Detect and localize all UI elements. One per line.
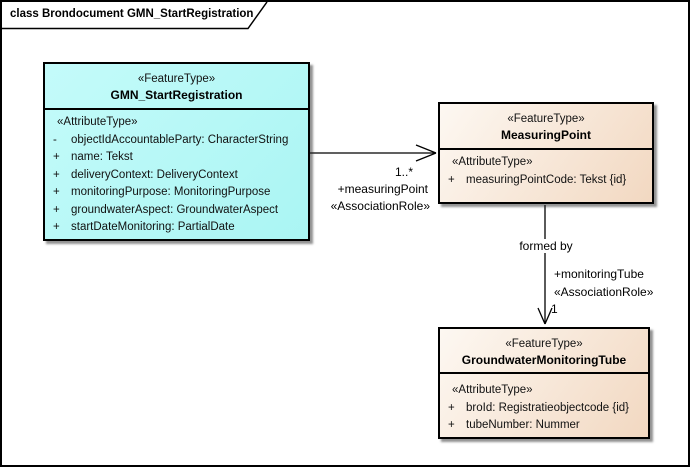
visibility-marker: + xyxy=(53,151,60,163)
open-arrowhead-down-icon xyxy=(537,307,553,325)
attribute-row: + deliveryContext: DeliveryContext xyxy=(45,167,304,185)
visibility-marker: + xyxy=(448,401,455,414)
attribute-row: + tubeNumber: Nummer xyxy=(440,417,644,435)
class-gmn-startregistration[interactable]: «FeatureType» GMN_StartRegistration «Att… xyxy=(43,62,310,241)
visibility-marker: + xyxy=(53,186,60,198)
class-stereotype: «FeatureType» xyxy=(505,338,583,350)
attributes-compartment: «AttributeType» + broId: Registratieobje… xyxy=(440,374,648,435)
attribute-text: tubeNumber: Nummer xyxy=(466,419,580,431)
attribute-text: deliveryContext: DeliveryContext xyxy=(71,168,238,181)
attribute-stereotype: «AttributeType» xyxy=(452,384,533,396)
association-name: formed by xyxy=(516,239,576,253)
association-role: +monitoringTube xyxy=(554,267,644,281)
visibility-marker: + xyxy=(53,221,60,233)
attribute-text: objectIdAccountableParty: CharacterStrin… xyxy=(71,133,289,146)
attributes-compartment: «AttributeType» + measuringPointCode: Te… xyxy=(440,150,652,189)
attribute-text: groundwaterAspect: GroundwaterAspect xyxy=(71,203,279,216)
frame-title: class Brondocument GMN_StartRegistration xyxy=(10,8,254,20)
class-stereotype: «FeatureType» xyxy=(137,73,216,85)
attribute-row: + broId: Registratieobjectcode {id} xyxy=(440,400,644,418)
attribute-row: + monitoringPurpose: MonitoringPurpose xyxy=(45,184,304,202)
association-role: +measuringPoint xyxy=(337,182,428,196)
attribute-stereotype: «AttributeType» xyxy=(57,116,138,128)
association-stereotype: «AssociationRole» xyxy=(554,285,654,299)
attribute-row: - objectIdAccountableParty: CharacterStr… xyxy=(45,132,304,150)
visibility-marker: + xyxy=(448,419,455,431)
attribute-text: name: Tekst xyxy=(71,151,133,163)
class-stereotype: «FeatureType» xyxy=(507,113,585,125)
attribute-row: + name: Tekst xyxy=(45,149,304,167)
visibility-marker: - xyxy=(53,133,57,146)
class-name: GMN_StartRegistration xyxy=(110,88,243,102)
class-groundwatermonitoringtube[interactable]: «FeatureType» GroundwaterMonitoringTube … xyxy=(438,327,650,439)
attributes-compartment: «AttributeType» - objectIdAccountablePar… xyxy=(45,110,308,237)
class-header: «FeatureType» MeasuringPoint xyxy=(440,104,652,150)
attribute-text: monitoringPurpose: MonitoringPurpose xyxy=(71,186,271,198)
association-multiplicity: 1..* xyxy=(394,165,413,179)
class-name: MeasuringPoint xyxy=(500,128,591,142)
visibility-marker: + xyxy=(448,173,455,186)
attribute-text: startDateMonitoring: PartialDate xyxy=(71,221,235,233)
class-header: «FeatureType» GroundwaterMonitoringTube xyxy=(440,329,648,374)
visibility-marker: + xyxy=(53,203,60,216)
attribute-text: broId: Registratieobjectcode {id} xyxy=(466,401,630,414)
class-name: GroundwaterMonitoringTube xyxy=(461,353,627,367)
attribute-row: + groundwaterAspect: GroundwaterAspect xyxy=(45,202,304,220)
attribute-row: + measuringPointCode: Tekst {id} xyxy=(440,172,648,190)
class-header: «FeatureType» GMN_StartRegistration xyxy=(45,64,308,110)
visibility-marker: + xyxy=(53,168,60,181)
attribute-text: measuringPointCode: Tekst {id} xyxy=(466,173,627,186)
class-measuringpoint[interactable]: «FeatureType» MeasuringPoint «AttributeT… xyxy=(438,102,654,204)
association-multiplicity: 1 xyxy=(551,302,558,316)
attribute-row: + startDateMonitoring: PartialDate xyxy=(45,219,304,237)
association-stereotype: «AssociationRole» xyxy=(330,199,430,213)
attribute-stereotype: «AttributeType» xyxy=(452,156,533,168)
open-arrowhead-right-icon xyxy=(415,144,437,162)
